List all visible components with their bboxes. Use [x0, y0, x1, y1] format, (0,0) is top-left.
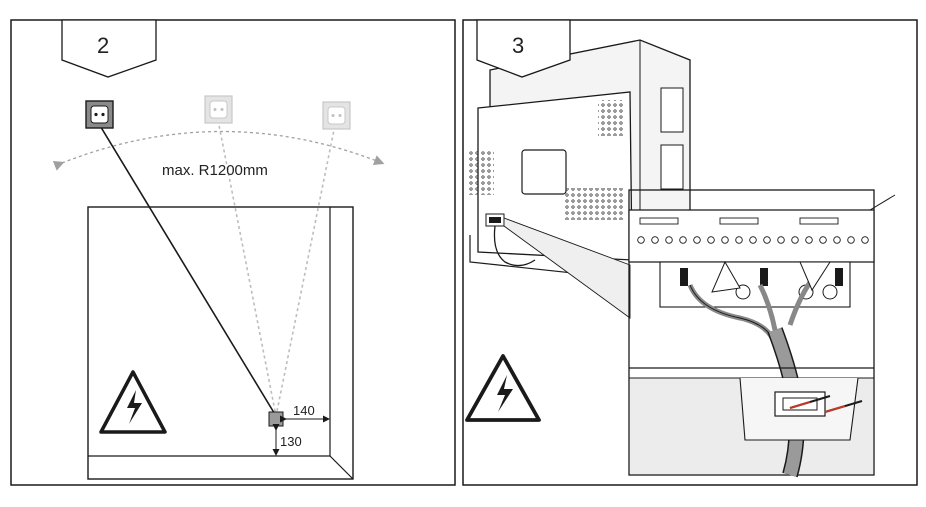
oven-back-view: [468, 39, 691, 319]
step-2-number: 2: [97, 33, 110, 58]
cabinet-niche: [87, 206, 354, 480]
outlet-box: [268, 411, 284, 427]
dimension-right-label: 140: [293, 403, 315, 418]
active-cable: [98, 123, 277, 417]
terminal-detail: [628, 189, 896, 478]
high-voltage-icon: [465, 354, 541, 422]
ghost-cable-center: [217, 119, 277, 417]
radius-arc: [52, 130, 385, 171]
step-2-tab: [61, 19, 157, 78]
ghost-socket-icon: [204, 95, 233, 124]
step-3-tab: [476, 19, 571, 78]
ghost-socket-icon: [322, 101, 351, 130]
dimension-bottom-label: 130: [280, 434, 302, 449]
ghost-cable-right: [275, 119, 337, 417]
step-3-panel: [462, 19, 918, 486]
radius-label: max. R1200mm: [162, 162, 268, 179]
power-socket-icon: [85, 100, 114, 129]
high-voltage-icon: [99, 370, 167, 434]
step-2-panel: [10, 19, 456, 486]
step-3-number: 3: [512, 33, 525, 58]
